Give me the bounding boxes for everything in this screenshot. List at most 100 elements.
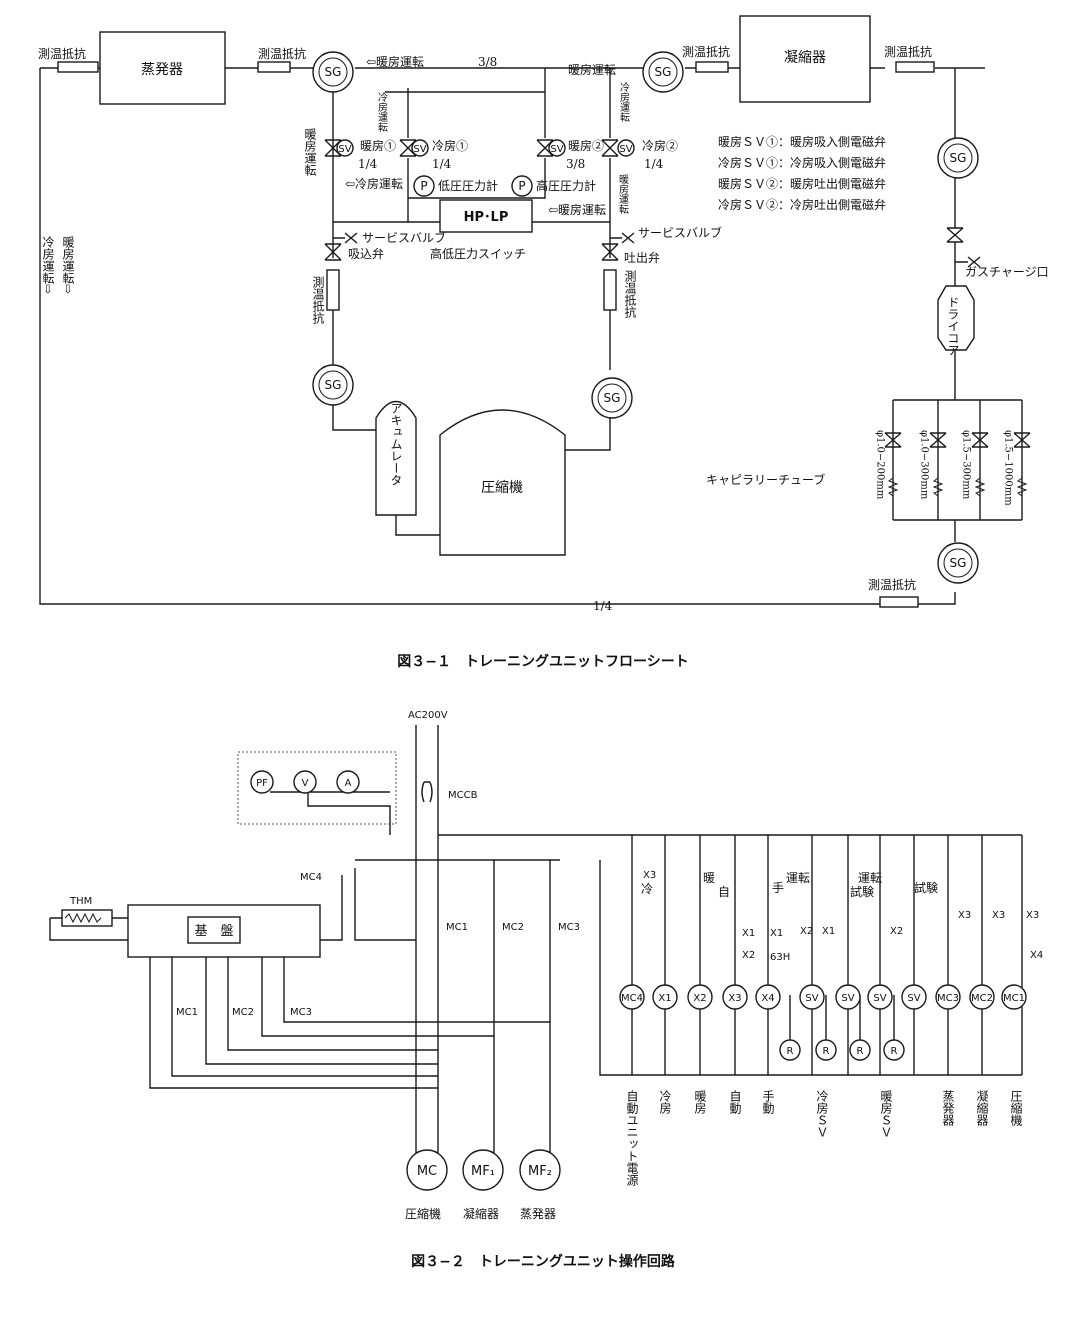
service-valve-label: サービスバルブ: [362, 230, 446, 245]
coil-icon: X3: [722, 984, 748, 1010]
heating-op-label: 暖房運転: [568, 62, 616, 77]
service-valve-label: サービスバルブ: [638, 225, 722, 240]
svg-text:SG: SG: [950, 151, 967, 165]
discharge-valve-label: 吐出弁: [624, 250, 660, 265]
manual-valves: [324, 227, 1031, 497]
temp-resistor-label: 測温抵抗: [884, 44, 932, 59]
compressor-label: 圧縮機: [481, 480, 523, 496]
svg-text:R: R: [857, 1046, 864, 1057]
heating-op-vert-label: 暖房運転: [617, 173, 629, 215]
solenoid-valve-icon: SV: [601, 139, 635, 157]
svg-text:SV: SV: [413, 144, 426, 155]
svg-text:SG: SG: [325, 65, 342, 79]
switch-test-label: 試験: [850, 884, 874, 899]
svg-text:R: R: [823, 1046, 830, 1057]
svg-text:P: P: [420, 179, 427, 193]
thm-label: THM: [69, 896, 92, 907]
cooling-op-label: ⇦冷房運転: [345, 176, 403, 191]
cap-tube-label: φ1.5−300mm: [961, 430, 972, 500]
capillary-valve-icon: [971, 432, 989, 448]
pressure-gauge-icon: P: [413, 175, 435, 197]
accumulator-body: [375, 401, 417, 516]
circuit-bottom-labels: 自動ユニット電源 冷房 暖房 自動 手動 冷房ＳＶ 暖房ＳＶ 蒸発器 凝縮器 圧…: [625, 1089, 1023, 1187]
board-inner: [187, 916, 241, 944]
resistor-lamp-icon: R: [849, 1039, 871, 1061]
meter-v-icon: V: [293, 770, 317, 794]
temp-resistor-5: [326, 269, 340, 311]
flow-labels: 測温抵抗 測温抵抗 測温抵抗 測温抵抗 測温抵抗 ⇦暖房運転 3/8 1/4 ⇦…: [38, 44, 1049, 613]
pressure-switch-text: HP･LP: [464, 210, 509, 225]
temp-resistor-vert-label: 測温抵抗: [311, 276, 325, 325]
pipe-size-label: 3/8: [478, 55, 497, 69]
board-label: 基 盤: [194, 924, 233, 939]
coil-icon: MC1: [1001, 984, 1027, 1010]
svg-text:PF: PF: [256, 778, 268, 789]
control-circuit: AC200V MCCB PF V A MC4 基 盤 THM MC1 MC2 M…: [49, 710, 1043, 1221]
temp-resistor-vert-label: 測温抵抗: [623, 270, 637, 319]
svg-text:MC1: MC1: [1003, 993, 1025, 1004]
sv-cool1-size: 1/4: [432, 157, 452, 171]
temp-resistor-label: 測温抵抗: [38, 46, 86, 61]
resistor-lamp-icon: R: [815, 1039, 837, 1061]
sv-heat2-label: 暖房②: [568, 138, 604, 153]
cap-tube-label: φ1.0−200mm: [875, 430, 886, 500]
resistor-lamp-icon: R: [883, 1039, 905, 1061]
switch-run-label: 運転: [786, 871, 810, 885]
condenser-label: 凝縮器: [784, 50, 826, 66]
svg-text:X3: X3: [728, 993, 741, 1004]
legend-line: 冷房ＳＶ②：冷房吐出側電磁弁: [718, 197, 886, 212]
left-heat-op-label: 暖房運転⇨: [61, 236, 75, 295]
bottom-label: 自動: [728, 1090, 742, 1114]
bottom-label: 暖房ＳＶ: [879, 1090, 893, 1138]
cooling-op-vert-label: 冷房運転: [376, 91, 388, 133]
svg-text:SV: SV: [550, 144, 563, 155]
switch-run-label: 運転: [858, 871, 882, 885]
svg-text:SV: SV: [841, 993, 854, 1004]
sight-glass-icon: SG: [591, 377, 633, 419]
contact-x2-label: X2: [742, 950, 755, 961]
figure-3-2-caption: 図３−２ トレーニングユニット操作回路: [411, 1253, 676, 1270]
line-valve-icon: [946, 227, 964, 243]
sight-glass-icon: SG: [642, 51, 684, 93]
contact-x1-label: X1: [770, 928, 783, 939]
mc1-label: MC1: [446, 922, 468, 933]
contact-x3-label: X3: [1026, 910, 1039, 921]
contact-x1-label: X1: [742, 928, 755, 939]
pressure-switch-box: [439, 199, 533, 233]
bottom-label: 暖房: [693, 1090, 707, 1114]
bottom-label: 自動ユニット電源: [625, 1090, 639, 1187]
sight-glass-icon: SG: [937, 137, 979, 179]
dryer-label: ドライコア: [946, 296, 960, 356]
svg-text:SG: SG: [655, 65, 672, 79]
capillary-label: キャピラリーチューブ: [706, 472, 825, 487]
bottom-label: 圧縮機: [1009, 1090, 1023, 1126]
flow-sheet: 蒸発器 凝縮器 圧縮機 HP･LP: [39, 15, 1023, 608]
coil-icon: SV: [799, 984, 825, 1010]
temp-resistor-3: [695, 61, 729, 73]
switch-cool-label: 冷: [641, 882, 653, 896]
condenser-box: [739, 15, 871, 103]
mccb-label: MCCB: [448, 790, 478, 801]
svg-text:MC: MC: [417, 1164, 437, 1179]
svg-text:MC3: MC3: [937, 993, 959, 1004]
service-valve-icon: [333, 232, 358, 244]
solenoid-valve-icon: SV: [324, 139, 354, 157]
sv-heat1-size: 1/4: [358, 157, 378, 171]
coil-icon: SV: [867, 984, 893, 1010]
capillary-valve-icon: [884, 432, 902, 448]
cap-tube-label: φ1.0−300mm: [919, 430, 930, 500]
svg-text:SG: SG: [604, 391, 621, 405]
bottom-label: 蒸発器: [941, 1090, 955, 1127]
temp-resistor-4: [895, 61, 935, 73]
mc4-contact-label: MC4: [300, 872, 322, 883]
vertical-labels: 冷房運転⇨ 暖房運転⇨ 暖房運転 冷房運転 冷房運転 暖房運転 測温抵抗 測温抵…: [41, 81, 1014, 506]
contact-x3-label: X3: [992, 910, 1005, 921]
svg-text:MC2: MC2: [971, 993, 993, 1004]
svg-text:MC4: MC4: [621, 993, 643, 1004]
meter-group-box: [237, 751, 397, 825]
motor-condenser-fan-icon: MF₁: [462, 1149, 504, 1191]
coil-icon: SV: [835, 984, 861, 1010]
sv-heat1-label: 暖房①: [360, 138, 396, 153]
temp-resistor-1: [57, 61, 99, 73]
svg-text:A: A: [345, 778, 352, 789]
